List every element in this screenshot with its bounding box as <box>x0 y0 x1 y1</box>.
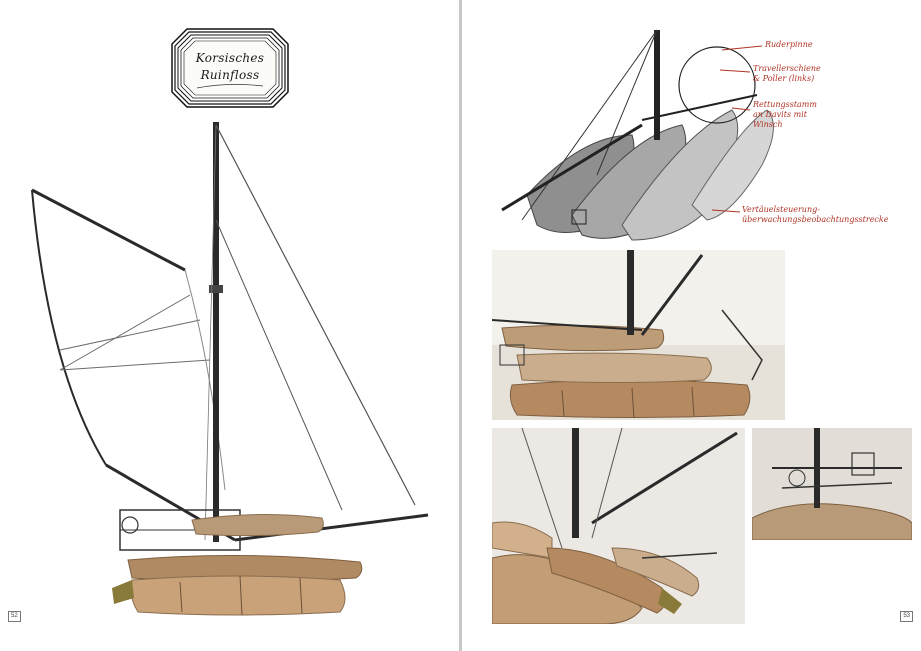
left-page: Korsisches Ruinfloss <box>0 0 459 651</box>
title-label: Korsisches Ruinfloss <box>171 28 289 108</box>
title-line-2: Ruinfloss <box>200 68 260 82</box>
raft-sideview-photo <box>20 110 440 620</box>
page-number-left: 52 <box>8 611 21 622</box>
raft-bw-overview-photo <box>492 25 782 245</box>
rigging-detail-photo <box>752 428 912 540</box>
title-frame <box>171 28 289 108</box>
spine-gutter <box>459 0 462 651</box>
annotation-rettungsstamm: Rettungsstamm an Davits mit Winsch <box>753 100 817 129</box>
page-number-right: 53 <box>900 611 913 622</box>
raft-front-photo <box>492 428 745 624</box>
title-line-1: Korsisches <box>195 51 265 65</box>
annotation-ruderpinne: Ruderpinne <box>765 40 813 49</box>
annotation-travellerschiene: Travellerschiene & Poller (links) <box>753 64 821 83</box>
raft-color-side-photo <box>492 250 785 420</box>
annotation-vertaeuelsteuerung: Vertäuelsteuerung- überwachungsbeobachtu… <box>742 205 889 224</box>
